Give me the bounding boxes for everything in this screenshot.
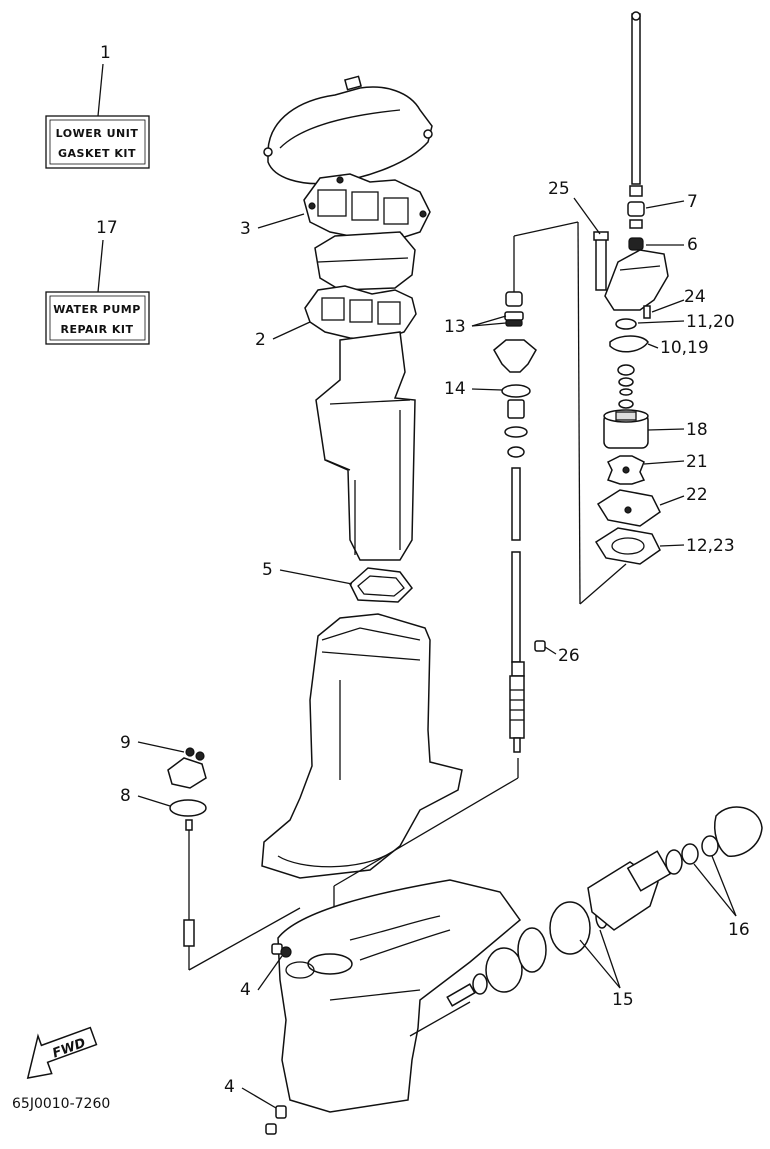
water-tube-part bbox=[627, 11, 645, 251]
repair-kit-label: REPAIR KIT bbox=[60, 323, 133, 336]
callout-4b: 4 bbox=[224, 1077, 235, 1097]
propeller-shaft-part bbox=[409, 806, 763, 1037]
exhaust-guide-part bbox=[315, 331, 416, 561]
gasket-5-part bbox=[349, 567, 413, 603]
callout-12-23: 12,23 bbox=[686, 536, 735, 556]
callout-14: 14 bbox=[444, 379, 466, 399]
diagram-code: 65J0010-7260 bbox=[12, 1096, 110, 1112]
callout-18: 18 bbox=[686, 420, 708, 440]
callout-11-20: 11,20 bbox=[686, 312, 735, 332]
upper-casing-part bbox=[261, 613, 463, 879]
callout-2: 2 bbox=[255, 330, 266, 350]
spacer-plate-part bbox=[314, 231, 416, 291]
callout-21: 21 bbox=[686, 452, 708, 472]
callout-9: 9 bbox=[120, 733, 131, 753]
callout-15: 15 bbox=[612, 990, 634, 1010]
gasket-3-part bbox=[303, 173, 431, 241]
lower-casing-part bbox=[277, 879, 522, 1113]
gasket-kit-label: GASKET KIT bbox=[58, 147, 136, 160]
driveshaft-part bbox=[333, 221, 627, 940]
callout-3: 3 bbox=[240, 219, 251, 239]
shift-rod-part bbox=[167, 747, 301, 971]
outer-plate-22-part bbox=[596, 489, 661, 527]
fwd-arrow-icon: FWD bbox=[26, 1026, 98, 1079]
pump-small-parts bbox=[617, 364, 635, 409]
lower-unit-gasket-kit-box: 1 LOWER UNIT GASKET KIT bbox=[45, 43, 150, 169]
callout-5: 5 bbox=[262, 560, 273, 580]
gasket-2-part bbox=[304, 285, 417, 341]
callout-13: 13 bbox=[444, 317, 466, 337]
water-pump-repair-kit-box: 17 WATER PUMP REPAIR KIT bbox=[45, 218, 150, 345]
callout-10-19: 10,19 bbox=[660, 338, 709, 358]
gasket-12-23-part bbox=[594, 527, 661, 565]
callout-22: 22 bbox=[686, 485, 708, 505]
callout-4a: 4 bbox=[240, 980, 251, 1000]
lower-unit-label: LOWER UNIT bbox=[56, 127, 139, 140]
callout-17: 17 bbox=[96, 218, 118, 238]
impeller-21-part bbox=[606, 455, 646, 485]
insert-cartridge-10-19 bbox=[609, 335, 649, 353]
callout-16: 16 bbox=[728, 920, 750, 940]
pump-housing-18-part bbox=[603, 409, 649, 449]
callout-25: 25 bbox=[548, 179, 570, 199]
upper-cover-part bbox=[263, 75, 433, 185]
callout-8: 8 bbox=[120, 786, 131, 806]
callout-24: 24 bbox=[684, 287, 706, 307]
pump-housing-part bbox=[593, 231, 669, 319]
oring-11-20 bbox=[615, 318, 637, 330]
callout-26: 26 bbox=[558, 646, 580, 666]
callout-6: 6 bbox=[687, 235, 698, 255]
water-pump-label: WATER PUMP bbox=[53, 303, 141, 316]
callout-1: 1 bbox=[100, 43, 111, 63]
callout-7: 7 bbox=[687, 192, 698, 212]
